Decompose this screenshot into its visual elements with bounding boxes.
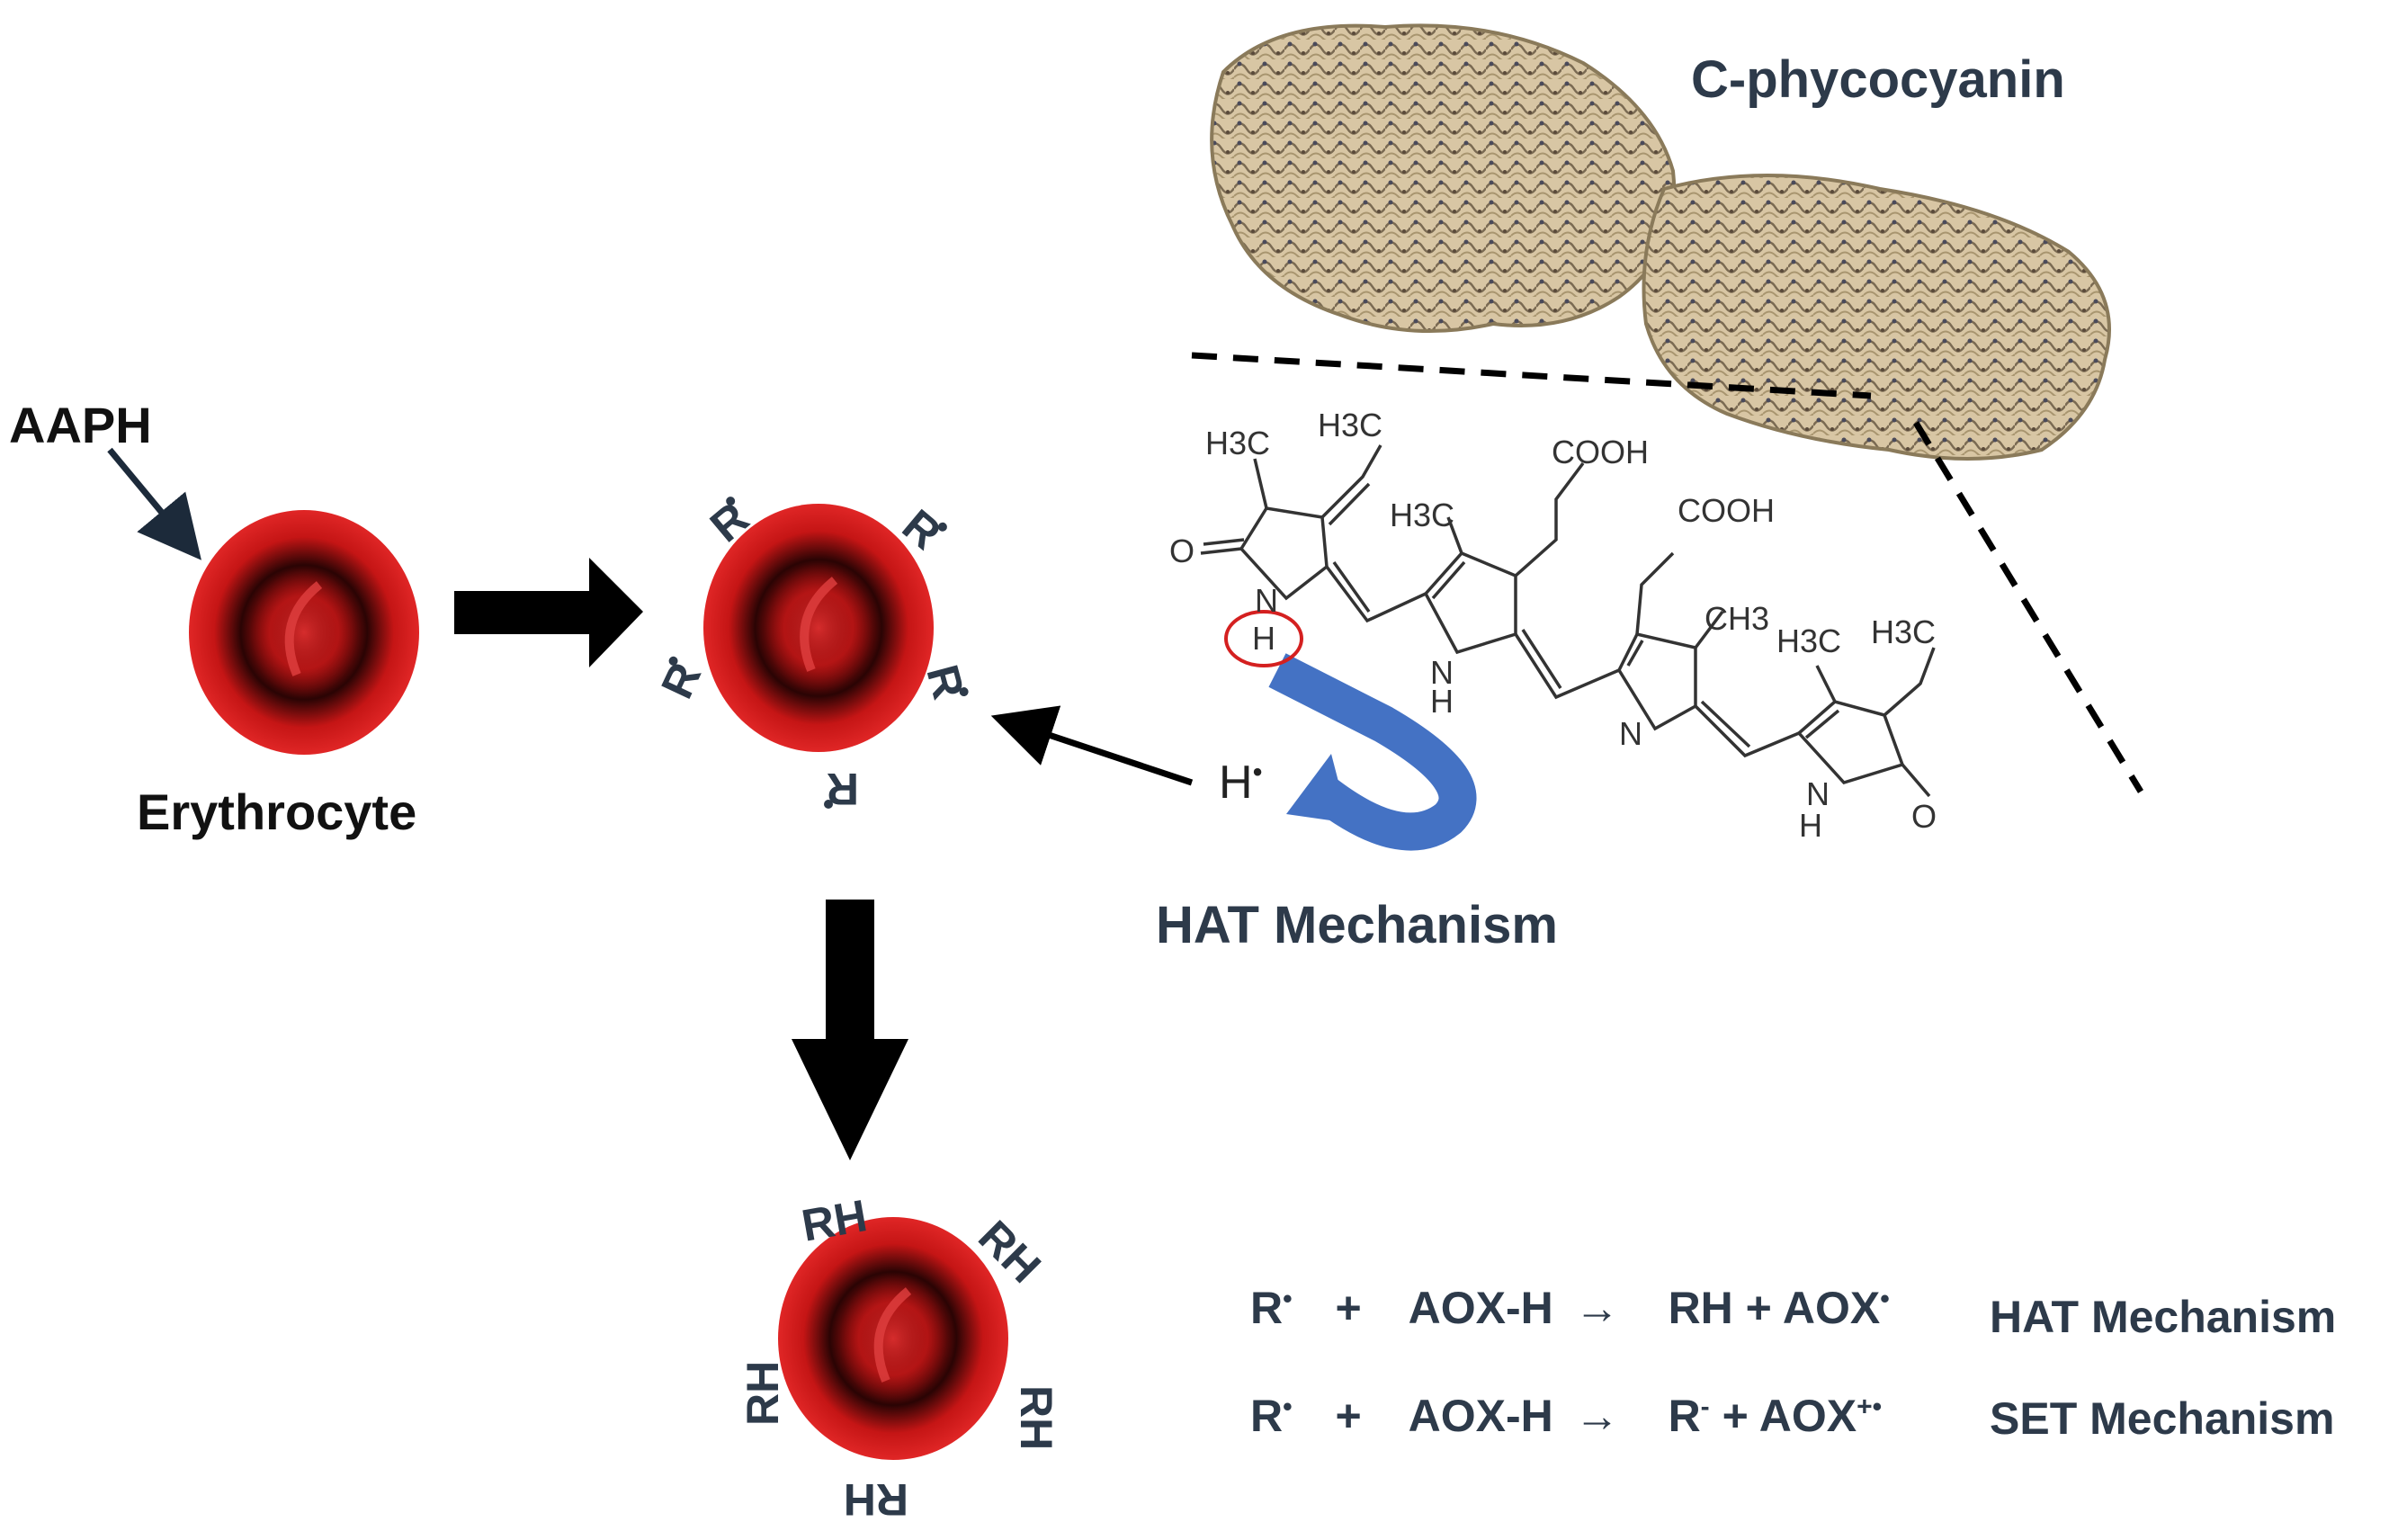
h-radical-text: H [1219, 757, 1253, 809]
h3c-label-3: H3C [1390, 497, 1454, 533]
eq1-products: RH + AOX [1668, 1283, 1881, 1333]
radical-label-5: R [651, 655, 711, 705]
eq2-plus: + [1335, 1391, 1362, 1441]
equation-row-2: R• + AOX-H → R- + AOX+• [1250, 1390, 1882, 1442]
eq2-minus: - [1700, 1392, 1710, 1422]
erythrocyte-label: Erythrocyte [137, 783, 417, 840]
hydrogen-label-2: H [1430, 683, 1454, 720]
aaph-arrow [107, 447, 201, 560]
nitrogen-label-1: N [1255, 582, 1278, 619]
h3c-label-2: H3C [1318, 407, 1382, 443]
dashed-line-horizontal [1191, 352, 1872, 399]
eq1-arrow: → [1574, 1283, 1620, 1333]
aaph-label: AAPH [9, 397, 152, 453]
molecule-atom-labels: H3C H3C H3C COOH COOH CH3 H3C H3C O N H … [1169, 407, 1937, 844]
eq2-products-r: R [1668, 1391, 1701, 1441]
eq1-plus: + [1335, 1283, 1362, 1333]
h3c-label-5: H3C [1871, 613, 1936, 650]
erythrocyte-cell-2 [703, 504, 934, 752]
h-radical-dot: • [1252, 756, 1263, 788]
h-radical-label: H• [1219, 756, 1262, 810]
eq1-products-dot: • [1880, 1284, 1890, 1314]
protein-label: C-phycocyanin [1691, 50, 2065, 109]
eq1-reactant: R [1250, 1283, 1284, 1333]
cooh-label-2: COOH [1678, 492, 1775, 529]
eq2-reactant: R [1250, 1391, 1284, 1441]
hat-curved-arrow [1268, 653, 1477, 851]
dashed-line-diagonal [1913, 421, 2143, 793]
eq1-radical-dot: • [1283, 1284, 1293, 1314]
ch3-label: CH3 [1705, 600, 1769, 637]
eq2-arrow: → [1574, 1391, 1620, 1441]
hat-mechanism-label: HAT Mechanism [1156, 896, 1558, 954]
nitrogen-label-4: N [1806, 775, 1830, 812]
nitrogen-label-2: N [1430, 654, 1454, 691]
oxygen-label-2: O [1911, 798, 1937, 835]
reduced-label-1: RH [798, 1190, 871, 1251]
nitrogen-label-3: N [1619, 715, 1642, 752]
eq1-mechanism: HAT Mechanism [1990, 1292, 2337, 1342]
eq2-cation-radical: +• [1857, 1392, 1883, 1422]
h3c-label-1: H3C [1205, 425, 1270, 461]
hydrogen-label-4: H [1799, 807, 1822, 844]
phycocyanobilin-molecule [1200, 444, 1936, 798]
oxygen-label-1: O [1169, 533, 1194, 569]
reduced-label-4: RH [844, 1474, 908, 1525]
hydrogen-label-1: H [1252, 620, 1275, 657]
eq1-aox: AOX-H [1408, 1283, 1553, 1333]
h3c-label-4: H3C [1776, 622, 1841, 659]
equation-row-1: R• + AOX-H → RH + AOX• [1250, 1282, 1890, 1334]
eq2-aox: AOX-H [1408, 1391, 1553, 1441]
big-right-arrow [454, 558, 643, 667]
eq2-radical-dot: • [1283, 1392, 1293, 1422]
eq2-products-rest: + AOX [1709, 1391, 1857, 1441]
cooh-label-1: COOH [1552, 434, 1649, 470]
c-phycocyanin-structure [1210, 23, 2111, 461]
eq2-mechanism: SET Mechanism [1990, 1393, 2335, 1444]
reduced-label-3: RH [1011, 1385, 1061, 1450]
big-down-arrow [792, 900, 908, 1160]
reduced-label-5: RH [738, 1361, 788, 1426]
erythrocyte-cell-1 [189, 510, 419, 755]
h-radical-arrow [990, 705, 1194, 786]
erythrocyte-cell-3 [778, 1217, 1008, 1460]
